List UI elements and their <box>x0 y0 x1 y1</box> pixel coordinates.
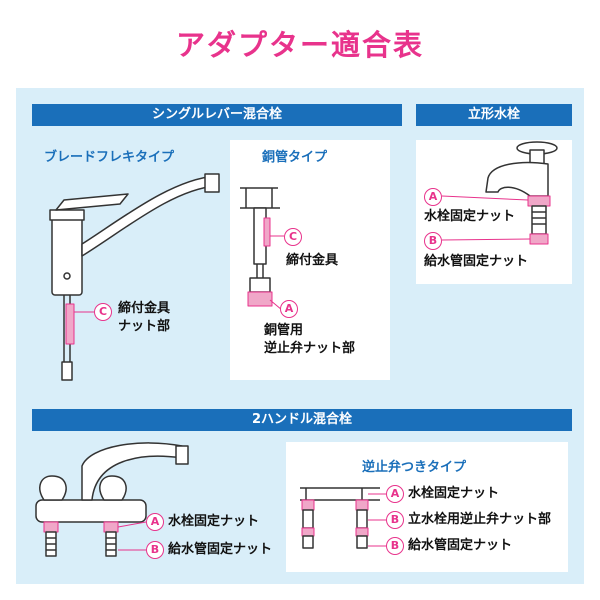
marker-c-flexi: C <box>94 303 112 321</box>
subtitle-braided-flexi: ブレードフレキタイプ <box>44 150 175 165</box>
vertical-faucet-drawing <box>485 141 558 245</box>
marker-a-vertical: A <box>424 188 442 206</box>
marker-b-vertical: B <box>424 232 442 250</box>
header-vertical-faucet: 立形水栓 <box>416 104 572 126</box>
header-single-lever: シングルレバー混合栓 <box>32 104 402 126</box>
marker-a-copper: A <box>280 300 298 318</box>
marker-a-two-handle: A <box>146 513 164 531</box>
marker-c-copper: C <box>284 228 302 246</box>
label-vertical-a: 水栓固定ナット <box>424 209 516 224</box>
label-flexi-line2: ナット部 <box>118 319 171 334</box>
label-check-valve-a: 水栓固定ナット <box>408 486 500 501</box>
label-copper-a-line2: 逆止弁ナット部 <box>264 341 356 356</box>
label-vertical-b: 給水管固定ナット <box>424 254 529 269</box>
copper-pipe-drawing <box>240 187 280 307</box>
label-flexi-line1: 締付金具 <box>118 301 171 316</box>
marker-a-check-valve: A <box>386 485 404 503</box>
label-two-handle-b: 給水管固定ナット <box>168 542 273 557</box>
two-handle-faucet-drawing <box>35 442 189 557</box>
marker-b1-check-valve: B <box>386 511 404 529</box>
label-check-valve-b1: 立水栓用逆止弁ナット部 <box>408 512 552 527</box>
label-copper-c: 締付金具 <box>286 253 339 268</box>
label-copper-a-line1: 銅管用 <box>264 323 304 338</box>
label-check-valve-b2: 給水管固定ナット <box>408 538 513 553</box>
check-valve-drawing <box>300 487 380 549</box>
subtitle-copper-pipe: 銅管タイプ <box>262 150 328 165</box>
marker-b-two-handle: B <box>146 541 164 559</box>
check-valve-box <box>286 442 568 572</box>
subtitle-check-valve: 逆止弁つきタイプ <box>362 460 467 475</box>
header-two-handle: 2ハンドル混合栓 <box>32 409 572 431</box>
label-two-handle-a: 水栓固定ナット <box>168 514 260 529</box>
single-lever-faucet-drawing <box>49 173 220 381</box>
page-title: アダプター適合表 <box>175 28 424 62</box>
marker-b2-check-valve: B <box>386 537 404 555</box>
